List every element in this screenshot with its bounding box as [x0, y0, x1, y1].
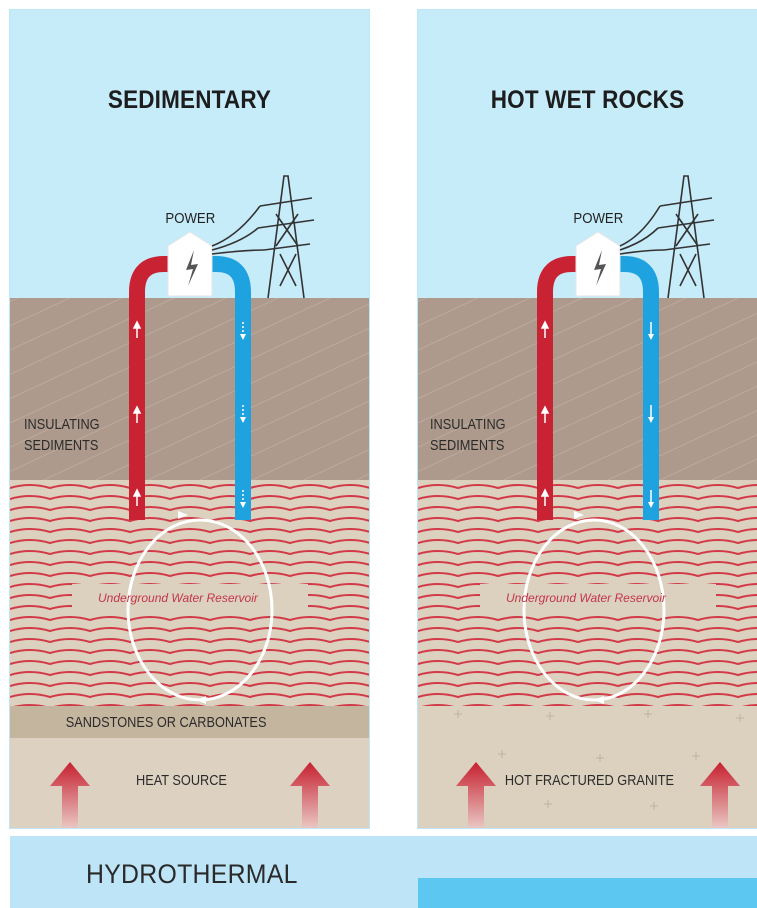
cold-pipe-arrows	[648, 322, 654, 508]
sandstones-label: SANDSTONES OR CARBONATES	[65, 714, 267, 731]
heat-arrow-icon	[456, 762, 496, 828]
panel-title: HOT WET ROCKS	[490, 86, 685, 114]
insulating-sediments-label: INSULATING SEDIMENTS	[24, 414, 100, 456]
label-line: INSULATING	[430, 416, 506, 433]
heat-arrow-icon	[700, 762, 740, 828]
wave-line	[418, 660, 757, 666]
cold-water-pipe	[612, 256, 659, 520]
reservoir-label: Underground Water Reservoir	[98, 591, 258, 605]
hot-pipe-arrows	[132, 320, 142, 506]
wave-line	[10, 550, 369, 556]
wave-line	[10, 572, 369, 578]
wave-line	[418, 561, 757, 567]
power-label: POWER	[573, 210, 624, 227]
power-station-icon	[575, 231, 621, 297]
footer-label: HYDROTHERMAL	[86, 859, 298, 889]
wave-line	[10, 539, 369, 545]
wave-line	[10, 616, 369, 622]
wave-line	[418, 550, 757, 556]
sediment-hatching	[418, 298, 757, 480]
wave-line	[418, 682, 757, 688]
heat-arrow-icon	[290, 762, 330, 828]
insulating-sediments-label: INSULATING SEDIMENTS	[430, 414, 506, 456]
power-label: POWER	[165, 210, 216, 227]
power-station-icon	[167, 231, 213, 297]
wave-line	[10, 638, 369, 644]
reservoir-wave-lines	[10, 484, 369, 732]
wave-line	[418, 506, 757, 512]
flow-arrow-icon	[178, 511, 188, 519]
heat-arrow-icon	[50, 762, 90, 828]
wave-line	[10, 660, 369, 666]
lightning-bolt-icon	[186, 250, 198, 286]
wave-line	[418, 671, 757, 677]
wave-line	[10, 682, 369, 688]
wave-line	[10, 528, 369, 534]
hot-fractured-granite-label: HOT FRACTURED GRANITE	[504, 772, 674, 789]
pylon-icon	[211, 175, 315, 299]
hot-wet-rocks-diagram	[418, 10, 757, 828]
sandstones-band	[10, 706, 369, 738]
wave-line	[418, 517, 757, 523]
label-line: SEDIMENTS	[430, 437, 505, 454]
label-line: SEDIMENTS	[24, 437, 99, 454]
wave-line	[421, 704, 757, 706]
lightning-bolt-icon	[594, 250, 606, 286]
wave-line	[10, 627, 369, 633]
panel-title: SEDIMENTARY	[107, 86, 272, 114]
pylon-icon	[619, 175, 715, 299]
wave-line	[418, 539, 757, 545]
cold-pipe-arrows	[240, 322, 246, 508]
sedimentary-diagram	[10, 10, 369, 828]
wave-line	[418, 616, 757, 622]
wave-line	[10, 649, 369, 655]
hot-pipe-arrows	[540, 320, 550, 506]
wave-line	[10, 484, 369, 490]
flow-arrow-icon	[594, 696, 604, 704]
wave-line	[418, 495, 757, 501]
wave-line	[418, 638, 757, 644]
wave-line	[10, 671, 369, 677]
heat-source-label: HEAT SOURCE	[136, 772, 227, 789]
hot-water-pipe	[537, 256, 584, 520]
wave-line	[418, 693, 757, 699]
wave-line	[10, 561, 369, 567]
wave-line	[418, 572, 757, 578]
sediment-hatching	[10, 298, 369, 480]
reservoir-label: Underground Water Reservoir	[506, 591, 666, 605]
granite-crosses	[454, 710, 744, 810]
reservoir-label-band	[480, 584, 716, 614]
hot-wet-rocks-panel: HOT WET ROCKS POWER INSULATING SEDIMENTS…	[418, 10, 757, 828]
wave-line	[418, 528, 757, 534]
wave-line	[418, 627, 757, 633]
hot-water-pipe	[129, 256, 176, 520]
wave-line	[10, 506, 369, 512]
wave-line	[10, 495, 369, 501]
cold-water-pipe	[204, 256, 251, 520]
sedimentary-panel: SEDIMENTARY POWER INSULATING SEDIMENTS U…	[10, 10, 369, 828]
label-line: INSULATING	[24, 416, 100, 433]
wave-line	[418, 484, 757, 490]
flow-arrow-icon	[196, 696, 206, 704]
wave-line	[418, 649, 757, 655]
flow-arrow-icon	[574, 511, 584, 519]
wave-line	[10, 693, 369, 699]
footer-accent-block	[418, 878, 757, 908]
